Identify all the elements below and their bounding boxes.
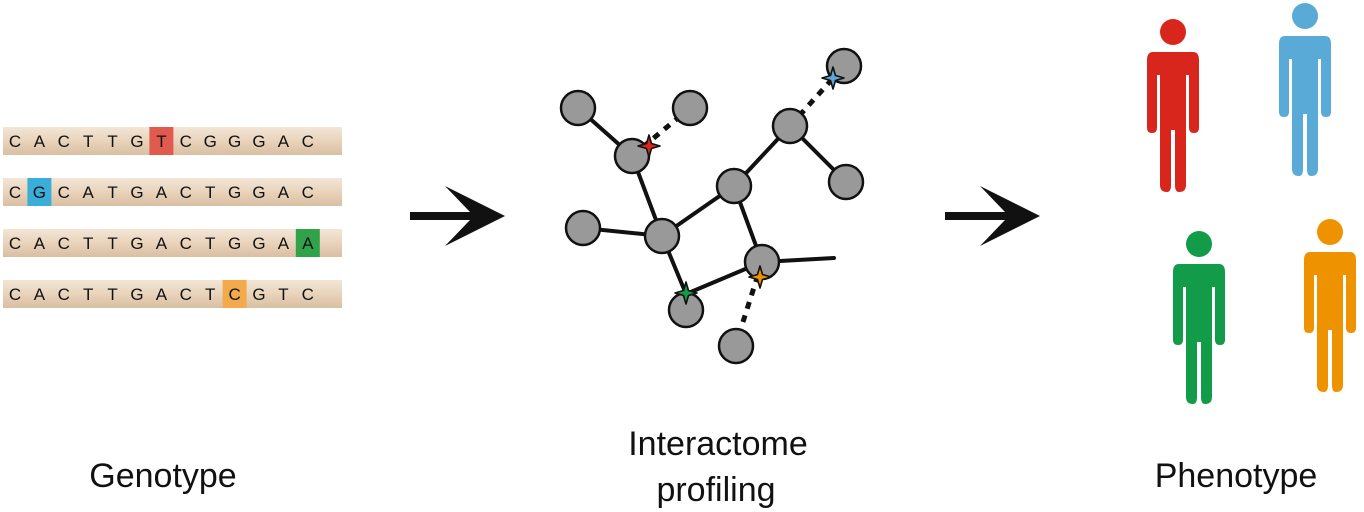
nucleotide: T: [156, 132, 166, 151]
nucleotide: G: [228, 234, 241, 253]
person-icon: [1147, 19, 1199, 192]
nucleotide: T: [107, 285, 117, 304]
nucleotide: G: [228, 132, 241, 151]
protein-node: [771, 107, 809, 145]
nucleotide: C: [58, 183, 70, 202]
mutation-highlight: [295, 229, 320, 257]
nucleotide: T: [83, 132, 93, 151]
nucleotide: C: [9, 132, 21, 151]
nucleotide: T: [107, 132, 117, 151]
nucleotide: A: [156, 183, 168, 202]
protein-node: [717, 327, 755, 365]
nucleotide: G: [33, 183, 46, 202]
nucleotide: T: [205, 285, 215, 304]
person-icon: [1279, 3, 1331, 176]
nucleotide: A: [156, 285, 168, 304]
protein-node: [564, 209, 602, 247]
nucleotide: C: [9, 234, 21, 253]
nucleotide: C: [302, 285, 314, 304]
right-arrow-icon: [945, 186, 1040, 246]
nucleotide: A: [278, 132, 290, 151]
nucleotide: G: [228, 183, 241, 202]
nucleotide: C: [180, 285, 192, 304]
nucleotide: C: [302, 132, 314, 151]
nucleotide: T: [83, 285, 93, 304]
network-edges: [576, 64, 848, 345]
strand-background: [3, 229, 342, 257]
nucleotide: G: [130, 183, 143, 202]
nucleotide: G: [252, 183, 265, 202]
star-icon: [674, 281, 698, 305]
mutation-highlight: [27, 178, 52, 206]
nucleotide: G: [252, 132, 265, 151]
nucleotide: G: [252, 285, 265, 304]
right-arrow-icon: [410, 186, 505, 246]
genotype-label: Genotype: [89, 457, 236, 495]
nucleotide: G: [130, 132, 143, 151]
person-icon: [1304, 219, 1356, 392]
nucleotide: C: [9, 285, 21, 304]
nucleotide: C: [58, 285, 70, 304]
strand-background: [3, 280, 342, 308]
mutation-markers: [637, 66, 845, 305]
phenotype-label: Phenotype: [1155, 457, 1318, 495]
mutation-highlight: [149, 127, 174, 155]
protein-node: [671, 89, 709, 127]
nucleotide: C: [58, 132, 70, 151]
protein-node: [559, 89, 597, 127]
nucleotide: C: [302, 183, 314, 202]
nucleotide: A: [34, 285, 46, 304]
nucleotide: T: [107, 234, 117, 253]
nucleotide: C: [228, 285, 240, 304]
nucleotide: G: [130, 285, 143, 304]
network-nodes: [559, 47, 865, 365]
interactome-label-line1: Interactome: [628, 425, 808, 463]
nucleotide: C: [180, 183, 192, 202]
nucleotide: G: [130, 234, 143, 253]
person-icon: [1173, 231, 1225, 404]
protein-node: [643, 217, 681, 255]
nucleotide: T: [107, 183, 117, 202]
nucleotide: T: [205, 183, 215, 202]
nucleotide: A: [278, 183, 290, 202]
nucleotide: C: [180, 132, 192, 151]
nucleotide: C: [9, 183, 21, 202]
star-icon: [821, 66, 845, 90]
nucleotide: G: [204, 132, 217, 151]
protein-node: [827, 163, 865, 201]
nucleotide: G: [252, 234, 265, 253]
nucleotide: T: [278, 285, 288, 304]
strand-background: [3, 178, 342, 206]
interaction-network: [559, 47, 865, 365]
nucleotide: C: [58, 234, 70, 253]
nucleotide: T: [83, 234, 93, 253]
protein-node: [715, 167, 753, 205]
mutation-highlight: [222, 280, 247, 308]
nucleotide: A: [34, 234, 46, 253]
nucleotide: C: [180, 234, 192, 253]
nucleotide: T: [205, 234, 215, 253]
nucleotide: A: [34, 132, 46, 151]
interactome-label-line2: profiling: [656, 471, 775, 509]
nucleotide: A: [156, 234, 168, 253]
nucleotide: A: [278, 234, 290, 253]
nucleotide: A: [83, 183, 95, 202]
star-icon: [748, 265, 772, 289]
star-icon: [637, 134, 661, 158]
nucleotide: A: [302, 234, 314, 253]
